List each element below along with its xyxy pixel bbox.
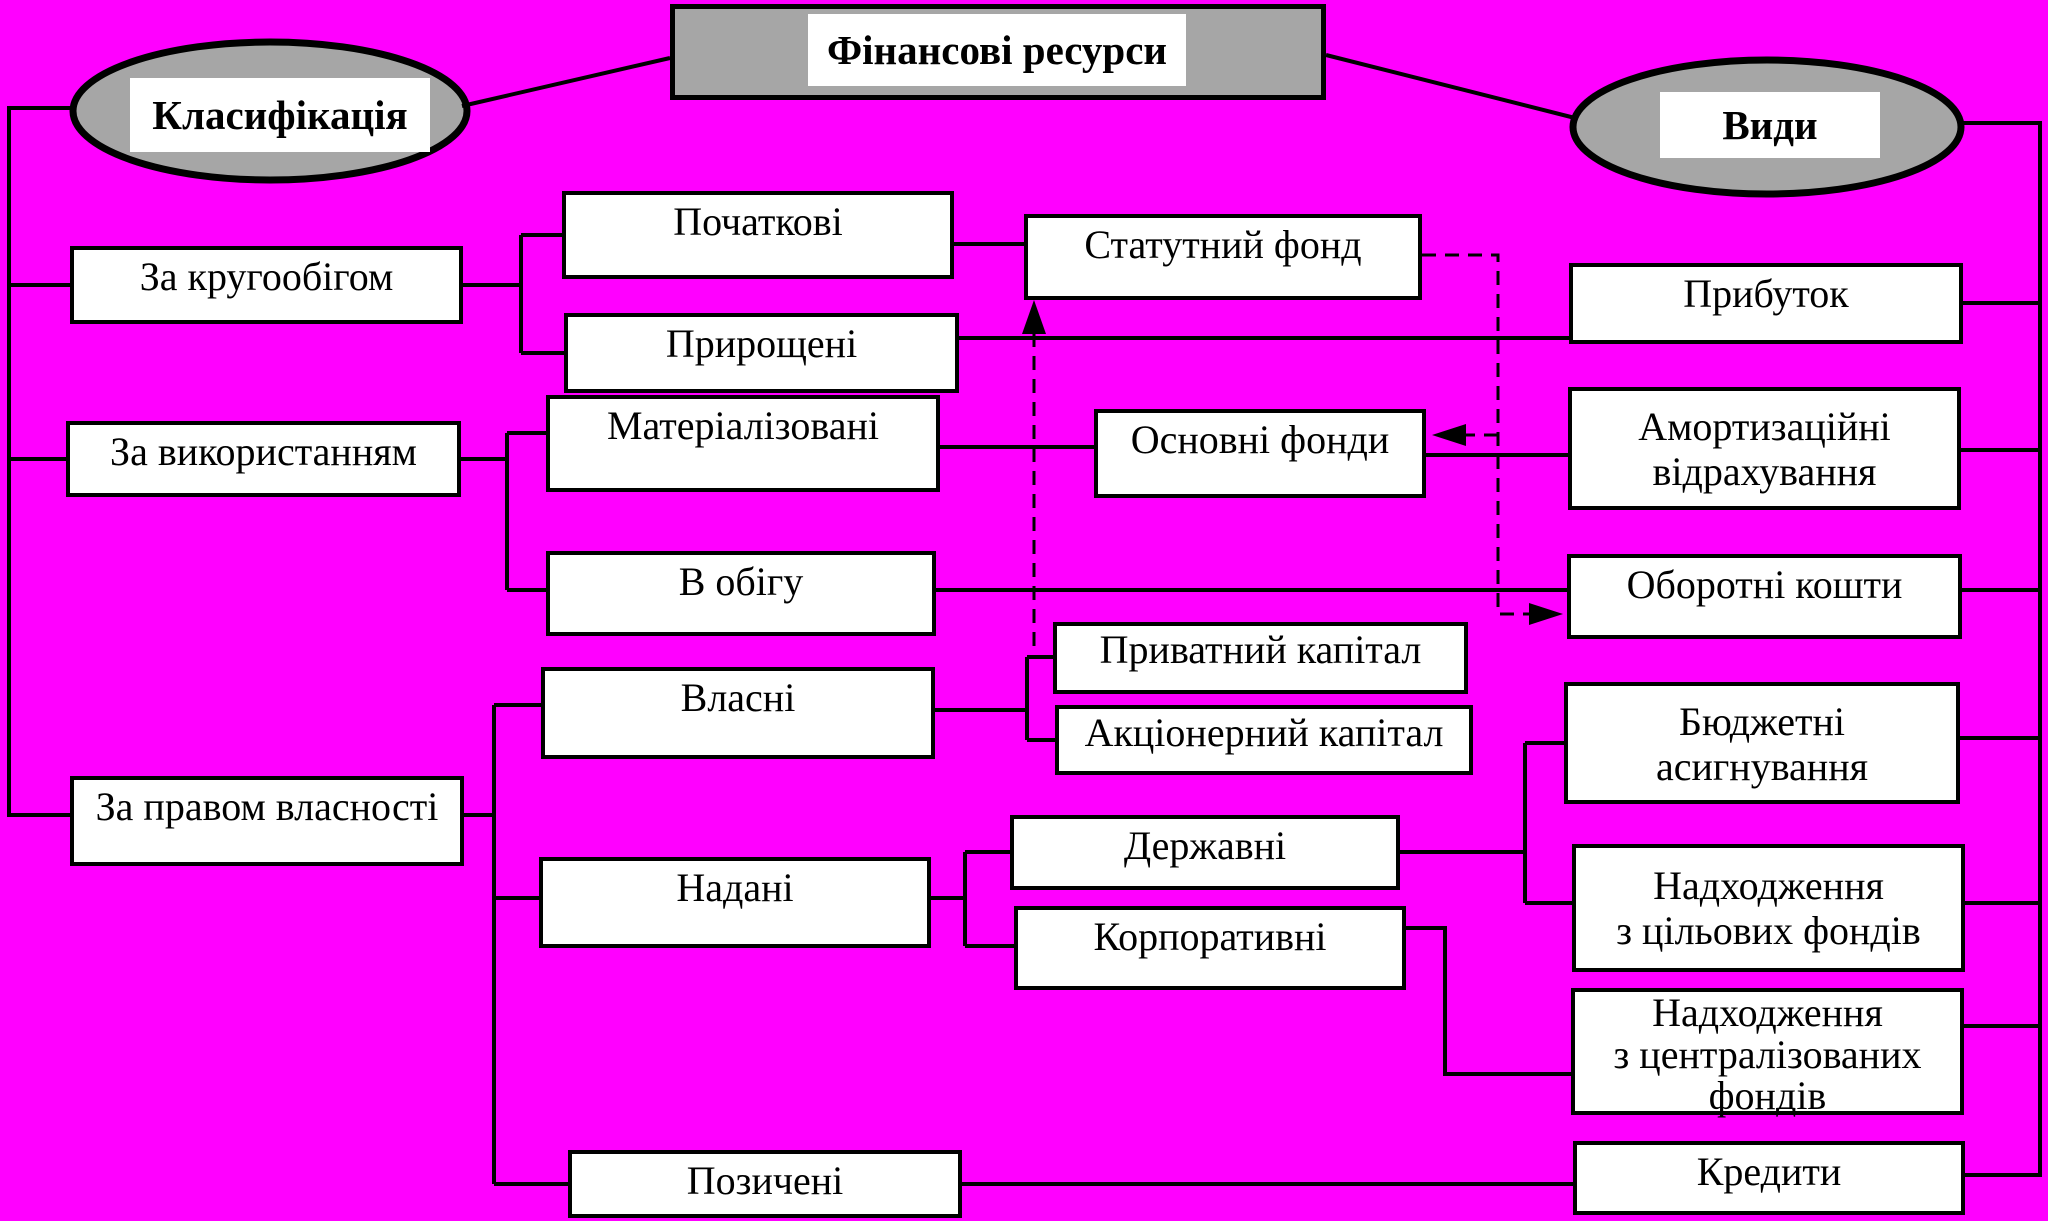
node-prybutok: Прибуток bbox=[1569, 263, 1963, 344]
edge-nadani-bracket bbox=[931, 850, 1014, 948]
arrowhead-right-oborotni bbox=[1529, 603, 1563, 625]
node-pryvatnyi-kapital: Приватний капітал bbox=[1053, 622, 1468, 694]
node-osnovni-fondy: Основні фонди bbox=[1094, 409, 1426, 498]
edge-pravom-bracket bbox=[464, 703, 568, 1186]
node-nadani: Надані bbox=[539, 857, 931, 948]
node-v-obihu: В обігу bbox=[546, 551, 936, 636]
node-kredyty: Кредити bbox=[1573, 1141, 1965, 1215]
edge-korporatyvni-tsentralizovani bbox=[1406, 926, 1571, 1076]
node-aktsionernyi-kapital: Акціонерний капітал bbox=[1055, 705, 1473, 775]
node-derzhavni: Державні bbox=[1010, 815, 1400, 890]
node-pozycheni: Позичені bbox=[568, 1150, 962, 1218]
arrowhead-left-osnovni bbox=[1432, 424, 1466, 446]
edge-kruhoobih-bracket bbox=[463, 233, 564, 355]
arrowhead-up-statutnyi bbox=[1022, 300, 1046, 334]
node-vlasni: Власні bbox=[541, 667, 935, 759]
left-spine bbox=[7, 106, 75, 817]
right-spine bbox=[1960, 121, 2042, 1177]
node-statutnyi-fond: Статутний фонд bbox=[1024, 214, 1422, 300]
node-nadkhodzhennia-tsentralizovanykh: Надходження з централізованих фондів bbox=[1571, 988, 1964, 1116]
dashed-statutnyi-loop bbox=[1422, 253, 1548, 616]
root-header-label: Фінансові ресурси bbox=[808, 14, 1186, 86]
edge-root-to-classification bbox=[461, 56, 671, 108]
node-oborotni-koshty: Оборотні кошти bbox=[1567, 554, 1962, 639]
node-za-pravom-vlasnosti: За правом власності bbox=[70, 776, 464, 866]
edge-vykorystannia-bracket bbox=[461, 431, 546, 592]
node-biudzhetni-asyhnuvannia: Бюджетні асигнування bbox=[1564, 682, 1960, 804]
classification-header-label: Класифікація bbox=[130, 78, 430, 152]
node-za-vykorystanniam: За використанням bbox=[66, 421, 461, 497]
node-za-kruhoobihom: За кругообігом bbox=[70, 246, 463, 324]
node-nadkhodzhennia-tsilovykh: Надходження з цільових фондів bbox=[1572, 844, 1965, 972]
node-materializovani: Матеріалізовані bbox=[546, 395, 940, 492]
node-pryroshcheni: Прирощені bbox=[564, 313, 959, 393]
types-header-label: Види bbox=[1660, 92, 1880, 158]
edge-vlasni-capitals-bracket bbox=[935, 655, 1055, 742]
node-amortyzatsiini-vidrakhuvannia: Амортизаційні відрахування bbox=[1568, 387, 1961, 510]
node-korporatyvni: Корпоративні bbox=[1014, 906, 1406, 990]
node-pochatkovi: Початкові bbox=[562, 191, 954, 279]
edge-derzhavni-bracket bbox=[1400, 741, 1572, 905]
edge-root-to-types bbox=[1325, 53, 1576, 120]
